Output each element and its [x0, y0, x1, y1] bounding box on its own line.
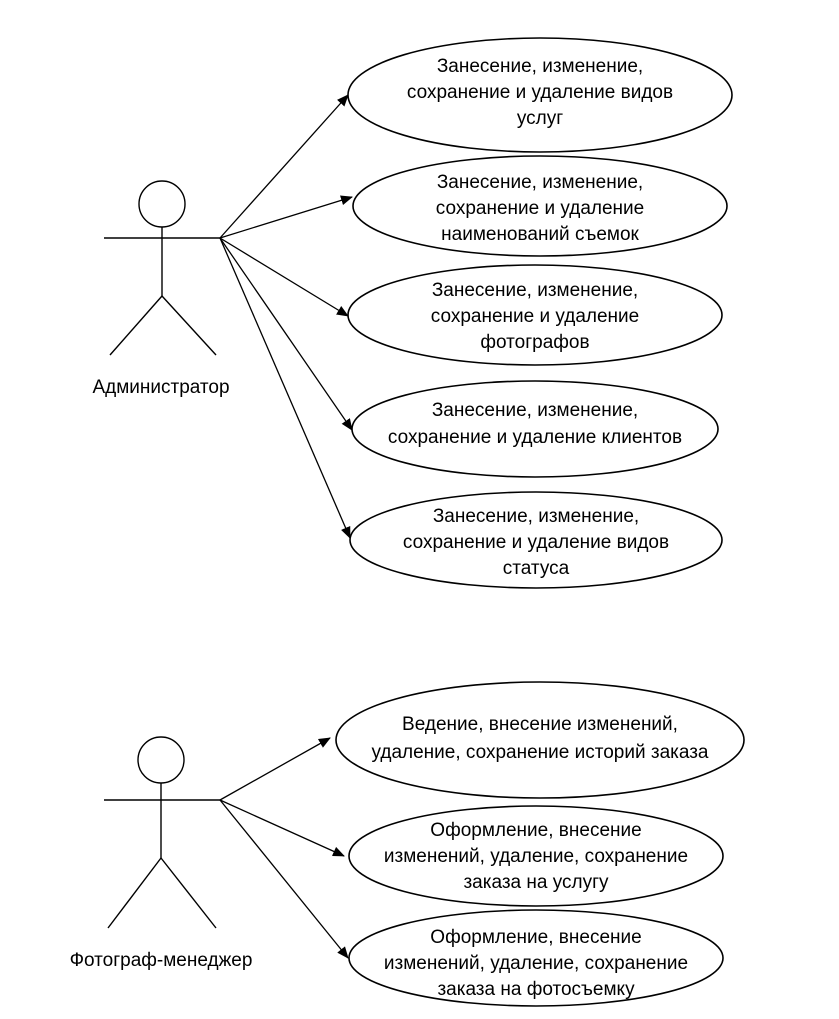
svg-text:Занесение, изменение,: Занесение, изменение, [437, 56, 643, 77]
actor-administrator: Администратор [92, 180, 230, 398]
use-case-6: Ведение, внесение изменений, удаление, с… [335, 681, 745, 799]
svg-text:изменений, удаление, сохранени: изменений, удаление, сохранение [384, 953, 688, 974]
actor-head [138, 180, 186, 228]
association-arrow [219, 799, 349, 959]
actor-left-leg [107, 857, 162, 929]
use-case-5: Занесение, изменение, сохранение и удале… [349, 491, 723, 589]
svg-text:Занесение, изменение,: Занесение, изменение, [432, 400, 638, 421]
svg-text:Оформление, внесение: Оформление, внесение [430, 927, 641, 948]
actor-label: Администратор [92, 377, 229, 398]
actor-head [137, 736, 185, 784]
svg-text:сохранение и удаление видов: сохранение и удаление видов [407, 82, 673, 103]
use-case-7: Оформление, внесение изменений, удаление… [348, 805, 724, 907]
associations [219, 94, 353, 959]
use-case-4: Занесение, изменение, сохранение и удале… [351, 380, 719, 478]
svg-text:Занесение, изменение,: Занесение, изменение, [433, 506, 639, 527]
svg-text:сохранение и удаление: сохранение и удаление [431, 306, 639, 327]
association-arrow [219, 195, 353, 239]
association-arrow [219, 237, 353, 431]
svg-text:изменений, удаление, сохранени: изменений, удаление, сохранение [384, 846, 688, 867]
actor-right-leg [160, 857, 217, 929]
svg-text:услуг: услуг [517, 108, 563, 129]
svg-text:удаление, сохранение историй з: удаление, сохранение историй заказа [372, 742, 709, 763]
svg-text:фотографов: фотографов [480, 332, 589, 353]
svg-text:наименований съемок: наименований съемок [441, 224, 639, 245]
svg-text:заказа на услугу: заказа на услугу [463, 872, 609, 893]
svg-text:Занесение, изменение,: Занесение, изменение, [437, 172, 643, 193]
actor-label: Фотограф-менеджер [70, 950, 253, 971]
use-case-2: Занесение, изменение, сохранение и удале… [352, 155, 728, 257]
svg-text:Занесение, изменение,: Занесение, изменение, [432, 280, 638, 301]
association-arrow [219, 94, 349, 239]
svg-text:Оформление, внесение: Оформление, внесение [430, 820, 641, 841]
svg-text:Ведение, внесение изменений,: Ведение, внесение изменений, [402, 714, 678, 735]
association-arrow [219, 237, 349, 317]
svg-text:сохранение и удаление: сохранение и удаление [436, 198, 644, 219]
svg-text:заказа на фотосъемку: заказа на фотосъемку [437, 979, 635, 1000]
association-arrow [219, 737, 331, 801]
svg-text:статуса: статуса [503, 558, 570, 579]
actor-right-leg [161, 295, 217, 356]
use-case-1: Занесение, изменение, сохранение и удале… [347, 37, 733, 153]
association-arrow [219, 799, 345, 857]
use-case-3: Занесение, изменение, сохранение и удале… [347, 264, 723, 366]
svg-text:сохранение и удаление видов: сохранение и удаление видов [403, 532, 669, 553]
association-arrow [219, 237, 351, 539]
actor-photographer-manager: Фотограф-менеджер [70, 736, 253, 971]
actor-left-leg [109, 295, 163, 356]
use-case-8: Оформление, внесение изменений, удаление… [348, 909, 724, 1007]
svg-text:сохранение и удаление клиентов: сохранение и удаление клиентов [388, 427, 682, 448]
